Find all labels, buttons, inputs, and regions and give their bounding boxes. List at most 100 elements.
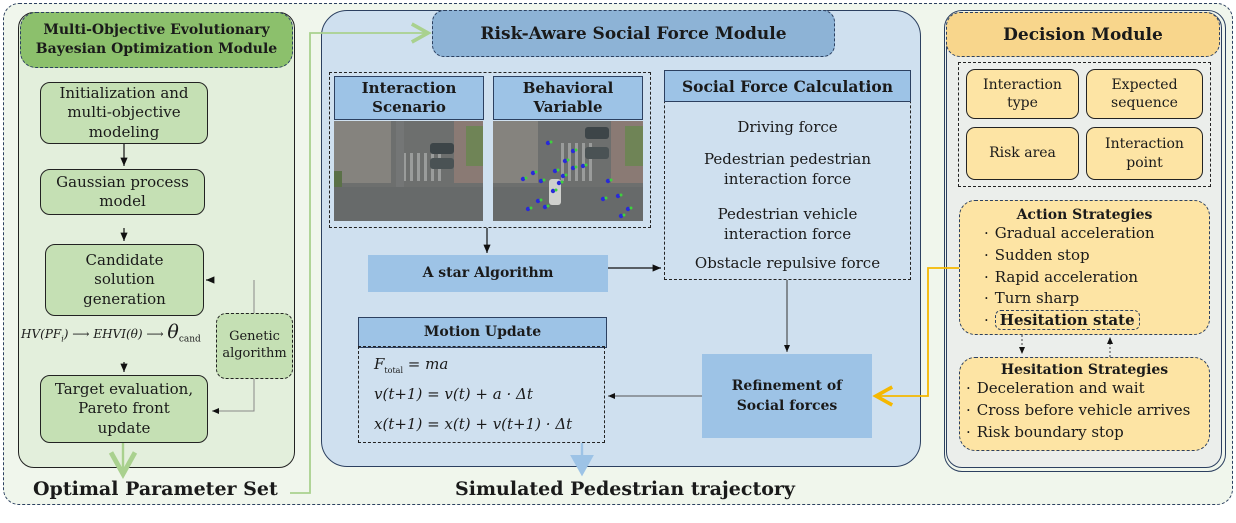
pedestrian-marker bbox=[549, 140, 553, 144]
genetic-algorithm-box[interactable]: Genetic algorithm bbox=[216, 313, 293, 379]
pedestrian-marker bbox=[530, 170, 536, 176]
pedestrian-marker bbox=[562, 158, 568, 164]
arrow-icon: ⟶ bbox=[72, 327, 90, 341]
pedestrian-marker bbox=[546, 204, 550, 208]
pedestrian-marker bbox=[529, 206, 533, 210]
equation-position: x(t+1) = x(t) + v(t+1) · Δt bbox=[374, 415, 573, 433]
pedestrian-marker bbox=[564, 173, 568, 177]
pedestrian-marker bbox=[524, 176, 528, 180]
decision-module-title: Decision Module bbox=[946, 12, 1220, 57]
step-text: Candidate bbox=[85, 250, 164, 269]
decision-grid-frame bbox=[958, 62, 1211, 187]
pedestrian-marker bbox=[605, 178, 611, 184]
action-strategies-box: Action Strategies Gradual acceleration S… bbox=[959, 200, 1210, 335]
social-force-module-title: Risk-Aware Social Force Module bbox=[432, 10, 835, 57]
pedestrian-marker bbox=[538, 178, 544, 184]
pedestrian-marker bbox=[574, 165, 578, 169]
optimization-module-title: Multi-Objective Evolutionary Bayesian Op… bbox=[20, 12, 293, 68]
step-gaussian-process[interactable]: Gaussian process model bbox=[40, 169, 205, 215]
step-text: Target evaluation, bbox=[54, 379, 194, 398]
title-line-2: Bayesian Optimization Module bbox=[35, 41, 278, 57]
optimal-parameter-set-label: Optimal Parameter Set bbox=[33, 478, 278, 500]
hesitation-strategies-box: Hesitation Strategies Deceleration and w… bbox=[959, 357, 1210, 451]
a-star-algorithm-box[interactable]: A star Algorithm bbox=[368, 255, 608, 292]
action-item: Rapid acceleration bbox=[984, 267, 1209, 289]
pedestrian-marker bbox=[556, 168, 560, 172]
pedestrian-marker bbox=[525, 206, 531, 212]
pedestrian-marker bbox=[604, 196, 608, 200]
pedestrian-marker bbox=[545, 140, 551, 146]
action-item: Turn sharp bbox=[984, 288, 1209, 310]
pedestrian-marker bbox=[534, 170, 538, 174]
grid-risk-area[interactable]: Risk area bbox=[966, 127, 1079, 180]
pedestrian-marker bbox=[570, 165, 576, 171]
arrow-icon: ⟶ bbox=[146, 327, 164, 341]
pedestrian-marker bbox=[535, 198, 541, 204]
ehvi-formula: HV(PFi) ⟶ EHVI(θ) ⟶ θcand bbox=[21, 321, 201, 345]
social-force-calculation-header: Social Force Calculation bbox=[664, 70, 911, 102]
pedestrian-marker bbox=[615, 193, 621, 199]
action-item-hesitation[interactable]: Hesitation state bbox=[984, 310, 1209, 332]
motion-update-header: Motion Update bbox=[358, 317, 607, 348]
interaction-scenario-image bbox=[334, 121, 483, 221]
step-initialization[interactable]: Initialization and multi-objective model… bbox=[40, 82, 208, 144]
step-text: generation bbox=[83, 289, 166, 308]
pedestrian-marker bbox=[560, 180, 564, 184]
step-target-evaluation[interactable]: Target evaluation, Pareto front update bbox=[40, 375, 208, 443]
pedestrian-marker bbox=[600, 196, 606, 202]
pedestrian-marker bbox=[622, 213, 626, 217]
pedestrian-marker bbox=[625, 206, 631, 212]
pedestrian-marker bbox=[570, 148, 576, 154]
pedestrian-marker bbox=[560, 173, 566, 179]
hesitation-item: Risk boundary stop bbox=[966, 422, 1209, 444]
pedestrian-marker bbox=[556, 180, 562, 186]
arrow-decision-to-refinement bbox=[876, 267, 959, 396]
force-item-driving: Driving force bbox=[737, 118, 838, 136]
arrow-ga-to-target bbox=[212, 379, 255, 414]
action-item: Sudden stop bbox=[984, 245, 1209, 267]
hesitation-item: Deceleration and wait bbox=[966, 378, 1209, 400]
step-text: Initialization and bbox=[59, 83, 189, 102]
pedestrian-marker bbox=[520, 176, 526, 182]
ga-text: Genetic bbox=[229, 329, 280, 345]
pedestrian-marker bbox=[542, 204, 548, 210]
ga-text: algorithm bbox=[222, 346, 287, 361]
step-candidate-generation[interactable]: Candidate solution generation bbox=[45, 244, 204, 316]
pedestrian-marker bbox=[566, 158, 570, 162]
hesitation-state-highlight[interactable]: Hesitation state bbox=[994, 310, 1140, 330]
equation-force: Ftotal = ma bbox=[374, 355, 449, 375]
step-text: solution bbox=[94, 270, 155, 289]
force-item-obstacle: Obstacle repulsive force bbox=[694, 254, 881, 272]
arrow-params-to-social-force bbox=[290, 33, 428, 494]
simulated-trajectory-label: Simulated Pedestrian trajectory bbox=[455, 478, 795, 500]
hesitation-item: Cross before vehicle arrives bbox=[966, 400, 1209, 422]
action-strategies-title: Action Strategies bbox=[1016, 207, 1153, 223]
pedestrian-marker bbox=[584, 163, 588, 167]
equation-velocity: v(t+1) = v(t) + a · Δt bbox=[374, 385, 533, 403]
pedestrian-marker bbox=[539, 198, 543, 202]
pedestrian-marker bbox=[574, 148, 578, 152]
step-text: Pareto front bbox=[78, 399, 170, 418]
pedestrian-marker bbox=[550, 188, 556, 194]
behavioral-variable-image bbox=[493, 121, 643, 221]
pedestrian-marker bbox=[629, 206, 633, 210]
hesitation-strategies-title: Hesitation Strategies bbox=[1000, 362, 1169, 378]
pedestrian-marker bbox=[580, 163, 586, 169]
title-line-1: Multi-Objective Evolutionary bbox=[43, 22, 270, 39]
step-text: model bbox=[99, 192, 146, 210]
step-text: modeling bbox=[88, 122, 160, 141]
pedestrian-marker bbox=[542, 178, 546, 182]
pedestrian-marker bbox=[554, 188, 558, 192]
pedestrian-marker bbox=[619, 193, 623, 197]
action-item: Gradual acceleration bbox=[984, 223, 1209, 245]
step-text: update bbox=[97, 418, 151, 437]
